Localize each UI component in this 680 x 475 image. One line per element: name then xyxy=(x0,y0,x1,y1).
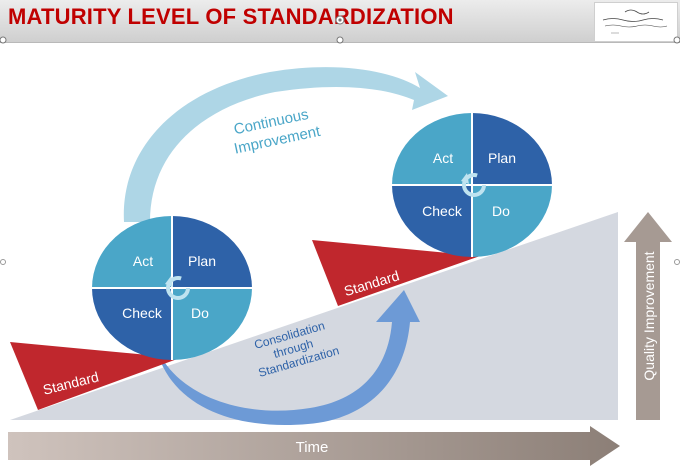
pdca-lower-do xyxy=(172,288,252,360)
pdca-cycle-lower: Act Plan Check Do xyxy=(92,216,252,360)
standard-wedge-lower xyxy=(10,342,180,410)
pdca-lower-check-label: Check xyxy=(122,305,163,321)
pdca-upper-plan xyxy=(472,113,552,185)
pdca-upper-check-label: Check xyxy=(422,203,463,219)
pdca-upper-do-label: Do xyxy=(492,203,510,219)
cycle-arrow-icon xyxy=(461,173,486,197)
page-title: MATURITY LEVEL OF STANDARDIZATION xyxy=(8,4,454,29)
continuous-improvement-label: Continuous Improvement xyxy=(229,104,323,158)
pdca-upper-check xyxy=(392,185,472,257)
pdca-cycle-upper: Act Plan Check Do xyxy=(392,113,552,257)
pdca-upper-act xyxy=(392,113,472,185)
title-bar: MATURITY LEVEL OF STANDARDIZATION xyxy=(0,0,680,43)
selection-handles xyxy=(0,15,680,265)
improvement-slope xyxy=(10,212,618,420)
pdca-upper-do xyxy=(472,185,552,257)
pdca-lower-plan-label: Plan xyxy=(188,253,216,269)
continuous-improvement-arrow xyxy=(123,67,448,222)
time-label: Time xyxy=(296,439,329,456)
pdca-upper-act-label: Act xyxy=(433,150,453,166)
pdca-upper-plan-label: Plan xyxy=(488,150,516,166)
pdca-lower-check xyxy=(92,288,172,360)
pdca-lower-act-label: Act xyxy=(133,253,153,269)
quality-improvement-label: Quality Improvement xyxy=(641,251,657,380)
pdca-lower-plan xyxy=(172,216,252,288)
consolidation-arrow xyxy=(160,290,420,426)
pdca-lower-act xyxy=(92,216,172,288)
cycle-arrow-icon xyxy=(165,276,190,300)
standard-wedge-upper xyxy=(312,240,480,306)
logo-stamp xyxy=(594,2,678,42)
pdca-lower-do-label: Do xyxy=(191,305,209,321)
quality-improvement-arrow: Quality Improvement xyxy=(624,212,672,420)
time-arrow: Time xyxy=(8,426,620,466)
